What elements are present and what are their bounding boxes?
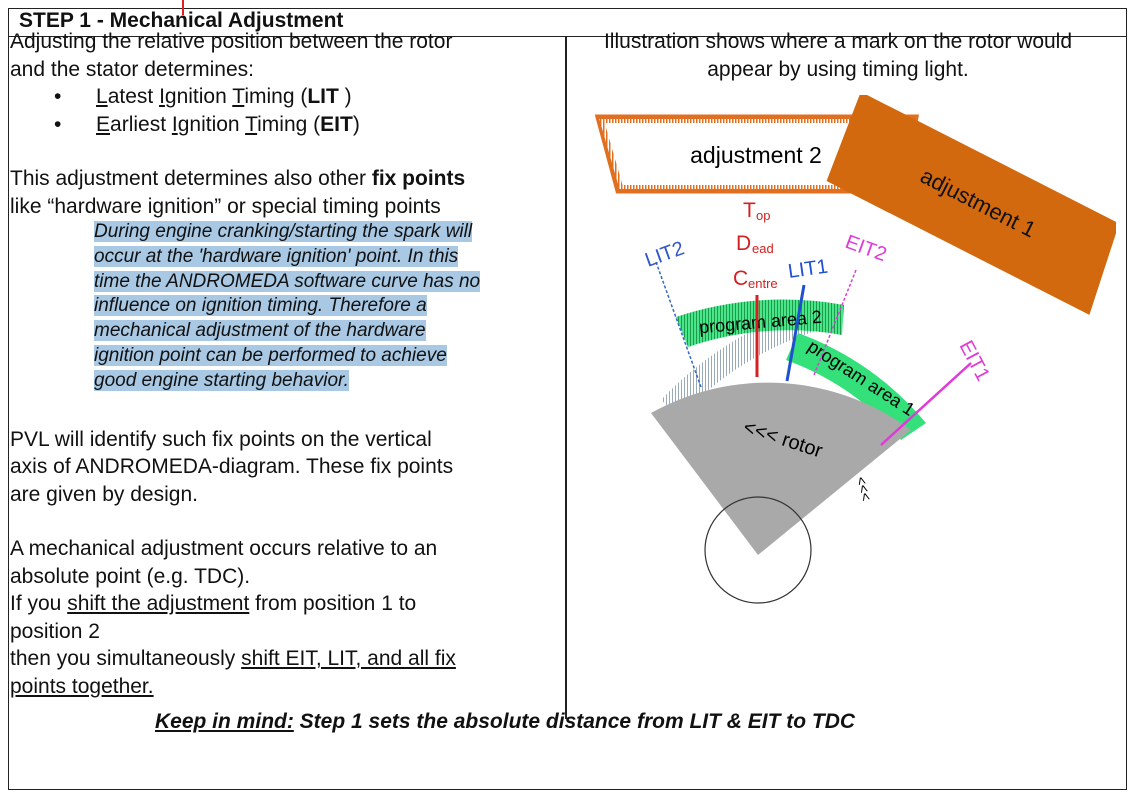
bullet-text-part: T [232, 85, 245, 108]
shift-text: If you [10, 592, 68, 616]
tdc-dead-D: D [736, 232, 751, 255]
spacer [10, 508, 550, 535]
bullet-text-part: iming ( [257, 112, 321, 136]
eit1-label: EIT1 [955, 337, 994, 385]
highlighted-note-text: time the ANDROMEDA software curve has no [94, 270, 481, 292]
fix-points-line-2: like “hardware ignition” or special timi… [10, 194, 441, 218]
shift-line-2: position 2 [10, 619, 100, 643]
bullet-text-part: gnition [164, 85, 233, 108]
hatch-band [661, 305, 826, 417]
shift-line-3: then you simultaneously shift EIT, LIT, … [10, 645, 550, 673]
bullet-text-part: iming ( [244, 85, 308, 108]
highlighted-note: During engine cranking/starting the spar… [94, 220, 550, 394]
bullet-text-part: L [96, 85, 108, 108]
content-table: STEP 1 - Mechanical Adjustment [8, 0, 1127, 790]
highlighted-note-line: time the ANDROMEDA software curve has no [94, 270, 550, 295]
mech-line-2: absolute point (e.g. TDC). [10, 564, 251, 588]
bullet-text-part: E [96, 112, 111, 136]
keep-in-mind-label: Keep in mind: [155, 710, 294, 733]
shift3-text: then you simultaneously [10, 647, 242, 671]
intro-line-2: and the stator determines: [10, 57, 254, 81]
tdc-centre-C: C [733, 267, 748, 290]
shift3-underlined: shift EIT, LIT, and all fix [241, 647, 456, 671]
timing-bullet-list: Latest Ignition Timing (LIT )Earliest Ig… [10, 83, 550, 138]
program-area-1 [786, 333, 926, 440]
bullet-text-part: ) [352, 112, 360, 136]
column-divider [565, 36, 567, 719]
bullet-text-part: atest [107, 85, 160, 108]
shift-line-4: points together. [10, 673, 550, 701]
pvl-line-1: PVL will identify such fix points on the… [10, 427, 432, 451]
program-area-2 [676, 299, 844, 347]
highlighted-note-text: influence on ignition timing. Therefore … [94, 295, 427, 317]
bullet-text-part: I [159, 85, 165, 108]
caption-line-1: Illustration shows where a mark on the r… [603, 30, 1073, 53]
tdc-dead-ead: ead [752, 241, 774, 256]
timing-bullet: Latest Ignition Timing (LIT ) [10, 83, 550, 111]
lit2-label: LIT2 [642, 237, 687, 271]
tdc-centre-entre: entre [748, 276, 778, 291]
pvl-line-3: are given by design. [10, 482, 198, 506]
bullet-text-part: LIT [307, 85, 339, 108]
shift-text-2: from position 1 to [249, 592, 417, 616]
lit1-line [785, 284, 806, 382]
eit2-line [813, 269, 857, 376]
mech-line-1: A mechanical adjustment occurs relative … [10, 537, 438, 561]
bullet-text-part: I [171, 112, 178, 136]
bullet-text-part: EIT [320, 112, 353, 136]
fix-points-text: This adjustment determines also other [10, 167, 372, 190]
adjustment-2-label: adjustment 2 [690, 142, 822, 168]
bullet-text-part: T [245, 112, 258, 136]
keep-in-mind-text: Step 1 sets the absolute distance from L… [293, 710, 856, 733]
eit2-label: EIT2 [842, 231, 889, 266]
highlighted-note-text: ignition point can be performed to achie… [94, 344, 447, 366]
caption-line-2: appear by using timing light. [707, 57, 969, 81]
adjustment-1-block [826, 95, 1116, 315]
highlighted-note-line: influence on ignition timing. Therefore … [94, 294, 550, 319]
shift4-underlined: points together. [10, 674, 154, 698]
highlighted-note-text: good engine starting behavior. [94, 369, 349, 391]
highlighted-note-line: mechanical adjustment of the hardware [94, 319, 550, 344]
bullet-text-part: ) [338, 85, 352, 108]
timing-bullet: Earliest Ignition Timing (EIT) [10, 111, 550, 139]
keep-in-mind-note: Keep in mind: Step 1 sets the absolute d… [155, 710, 855, 734]
pvl-line-2: axis of ANDROMEDA-diagram. These fix poi… [10, 455, 454, 479]
tdc-top-T: T [743, 199, 756, 222]
highlighted-note-text: During engine cranking/starting the spar… [94, 221, 473, 242]
table-header: STEP 1 - Mechanical Adjustment [9, 0, 1126, 37]
fix-points-bold: fix points [371, 167, 466, 190]
highlighted-note-text: occur at the 'hardware ignition' point. … [94, 245, 459, 267]
bullet-text-part: gnition [177, 112, 246, 136]
highlighted-note-line: During engine cranking/starting the spar… [94, 220, 550, 245]
fix-points-line: This adjustment determines also other fi… [10, 165, 550, 193]
tdc-top-op: op [756, 208, 770, 223]
page-title: STEP 1 - Mechanical Adjustment [19, 9, 344, 32]
rotor-shaft-circle [704, 496, 812, 604]
shift-line-1: If you shift the adjustment from positio… [10, 590, 550, 618]
highlighted-note-line: good engine starting behavior. [94, 369, 550, 394]
left-column: Adjusting the relative position between … [10, 28, 550, 700]
lit2-line [655, 261, 702, 388]
intro-line-1: Adjusting the relative position between … [10, 30, 453, 53]
highlighted-note-text: mechanical adjustment of the hardware [94, 320, 426, 342]
right-column: Illustration shows where a mark on the r… [560, 28, 1116, 83]
highlighted-note-line: ignition point can be performed to achie… [94, 344, 550, 369]
spacer [10, 138, 550, 165]
rotor-sector [651, 382, 911, 555]
spacer [10, 394, 550, 426]
rotor-timing-illustration: adjustment 2 adjustment 1 program area 2… [594, 95, 1116, 604]
lit1-label: LIT1 [787, 256, 830, 283]
shift-underlined: shift the adjustment [67, 592, 250, 616]
eit1-line [880, 362, 972, 446]
highlighted-note-line: occur at the 'hardware ignition' point. … [94, 245, 550, 270]
bullet-text-part: arliest [110, 112, 172, 136]
rotor-arrows: <<< [853, 475, 875, 503]
red-marker [182, 0, 184, 15]
